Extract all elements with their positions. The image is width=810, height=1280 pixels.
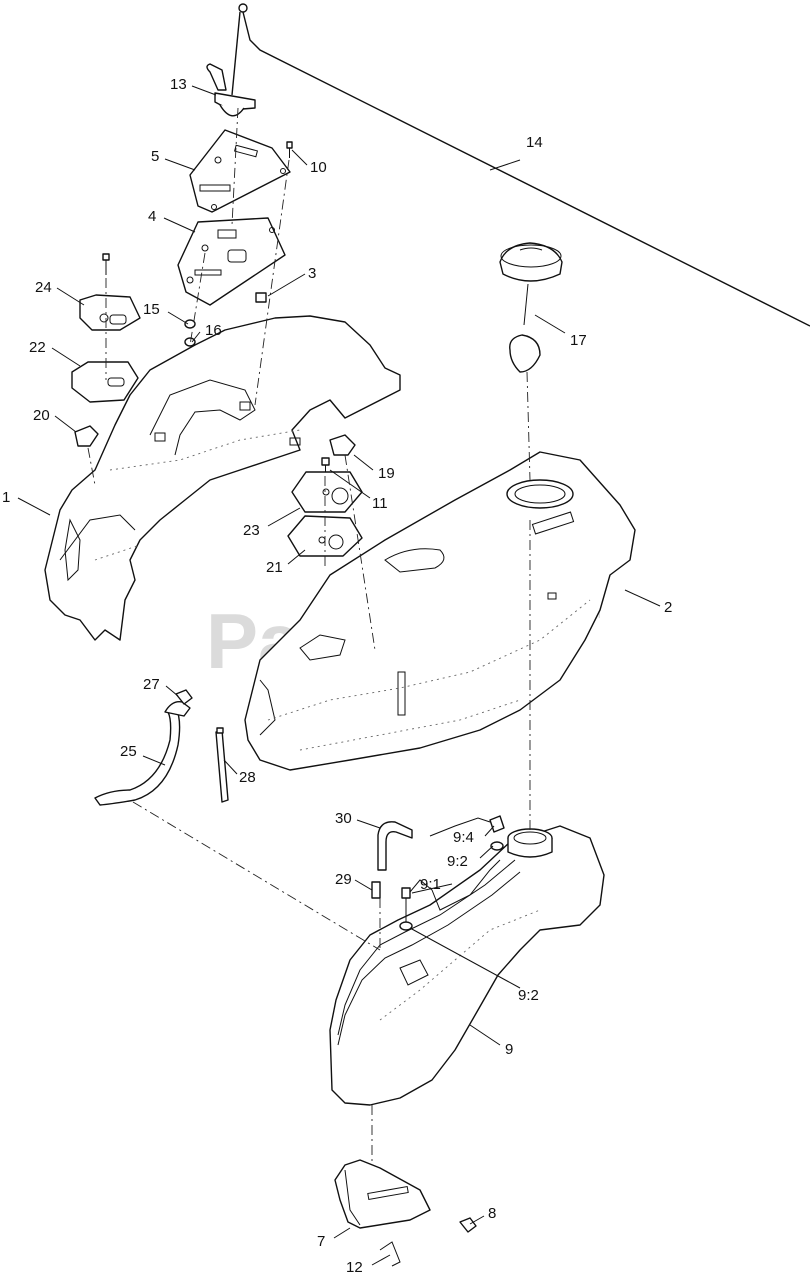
callout-8: 8 [488,1205,496,1222]
part-12-clip [379,1241,401,1267]
part-19-cap [329,434,356,456]
callout-1: 1 [2,489,10,506]
callout-2: 2 [664,599,672,616]
part-7-bracket [334,1159,431,1229]
part-9-4-elbow [489,815,505,833]
part-28-strap [215,727,229,803]
part-2-hood [244,451,636,771]
part-25-fuel-hose [94,701,191,806]
callout-16: 16 [205,322,222,339]
part-15-washer [184,319,196,329]
part-9-fuel-tank [329,825,605,1106]
callout-7: 7 [317,1233,325,1250]
callout-19: 19 [378,465,395,482]
part-24-screw [102,253,110,275]
callout-9-1: 9:1 [420,876,441,893]
callout-27: 27 [143,676,160,693]
callout-23: 23 [243,522,260,539]
part-20-cap [74,425,99,447]
part-8-bolt [459,1217,477,1233]
callout-3: 3 [308,265,316,282]
part-9-2-grommet-lower [399,921,413,931]
part-17-fuel-cap [499,242,563,373]
callout-30: 30 [335,810,352,827]
callout-9-2-lower: 9:2 [518,987,539,1004]
part-9-2-grommet-upper [490,841,504,851]
callout-9: 9 [505,1041,513,1058]
part-24-decal [79,294,141,331]
callout-12: 12 [346,1259,363,1276]
part-14-rod [231,3,810,327]
part-3-nut [255,292,267,303]
part-13-lever [206,63,256,117]
callout-21: 21 [266,559,283,576]
callout-15: 15 [143,301,160,318]
callout-24: 24 [35,279,52,296]
part-29-fitting [371,881,381,899]
part-22-decal [71,361,139,403]
callout-10: 10 [310,159,327,176]
callout-4: 4 [148,208,156,225]
callout-9-2-upper: 9:2 [447,853,468,870]
part-16-nut [184,337,196,347]
part-27-elbow [175,689,193,705]
part-4-plate [177,217,286,306]
callout-14: 14 [526,134,543,151]
callout-29: 29 [335,871,352,888]
callout-labels: 1 2 3 4 5 7 8 9 9:1 9:2 9:2 9:4 10 11 12… [2,76,672,1276]
callout-20: 20 [33,407,50,424]
callout-22: 22 [29,339,46,356]
callout-13: 13 [170,76,187,93]
callout-25: 25 [120,743,137,760]
leader-lines [17,85,661,1266]
callout-5: 5 [151,148,159,165]
part-5-plate [189,129,291,213]
callout-11: 11 [372,495,388,512]
callout-17: 17 [570,332,587,349]
alignment-lines [87,107,531,1165]
callout-9-4: 9:4 [453,829,474,846]
part-1-console [44,315,401,641]
callout-28: 28 [239,769,256,786]
part-9-fuel-line [409,817,501,911]
part-10-screw [286,141,293,158]
part-9-1-fitting [401,887,411,922]
part-23-decal [291,471,363,513]
part-30-hose [377,821,413,871]
